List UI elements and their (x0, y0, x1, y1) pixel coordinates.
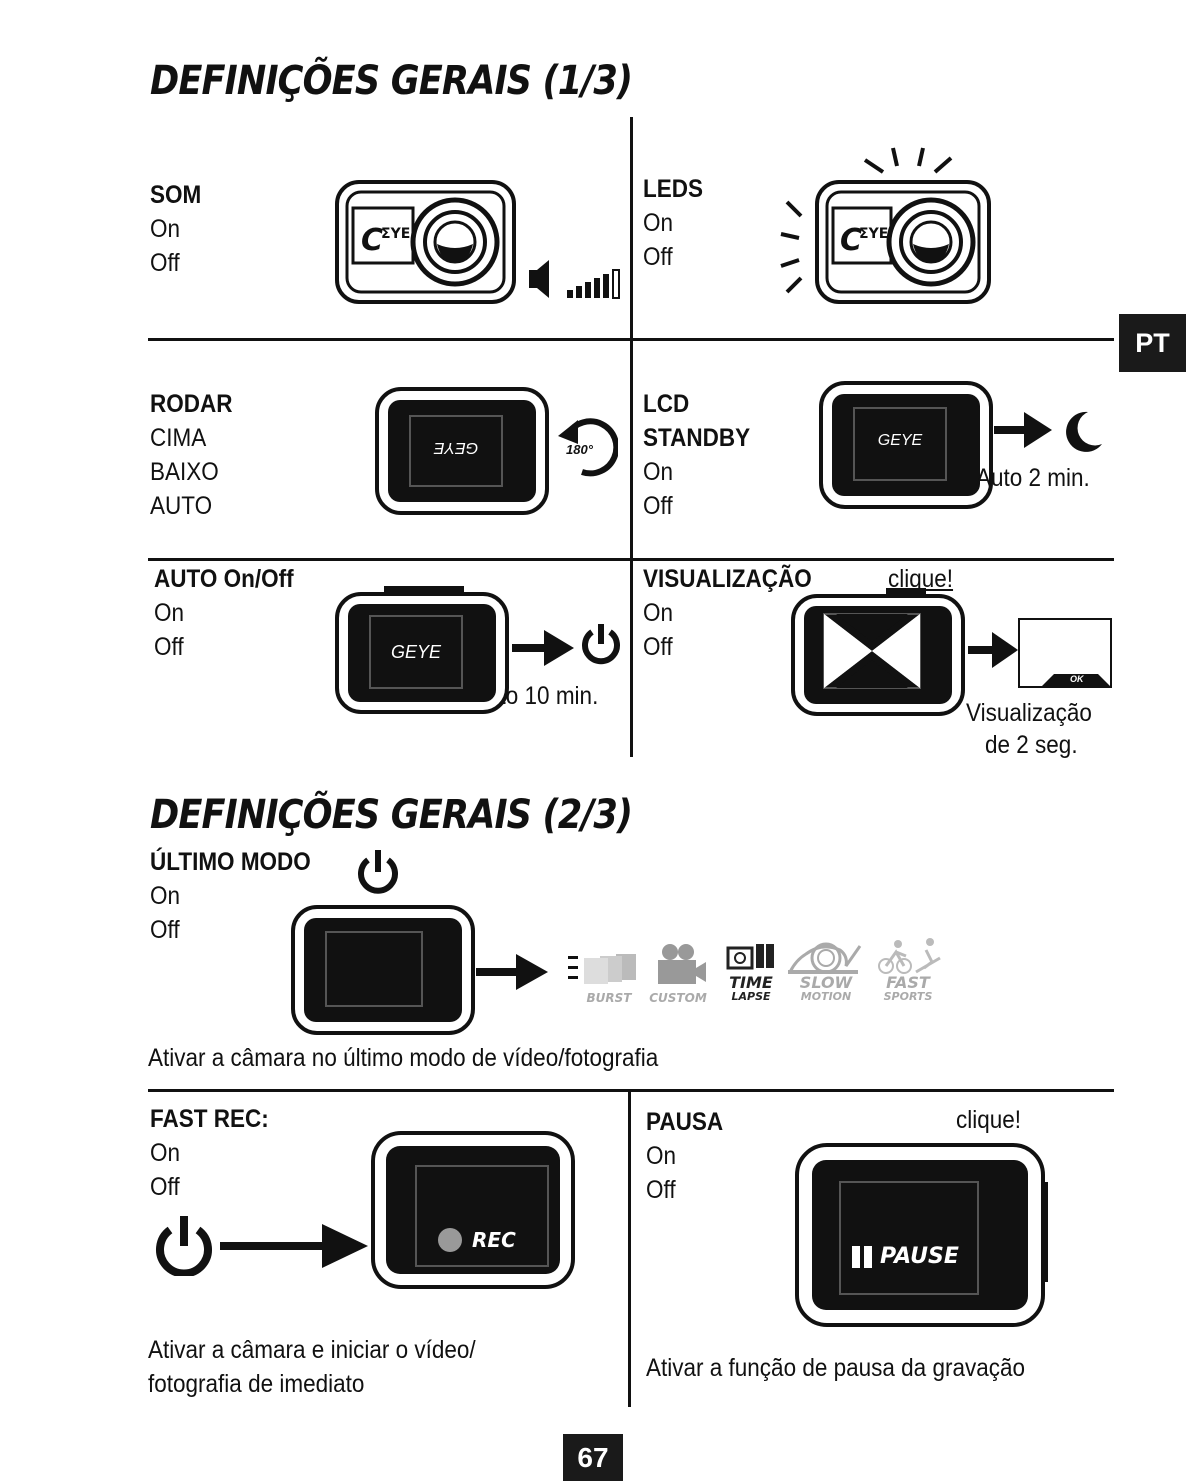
rotate-180-icon: 180° (556, 414, 618, 478)
section-title-1: DEFINIÇÕES GERAIS (1/3) (150, 58, 633, 104)
mode-label-burst: BURST (586, 991, 632, 1005)
lcd-option-on[interactable]: On (643, 458, 674, 486)
svg-text:ΣYE: ΣYE (381, 226, 410, 242)
visual-option-off[interactable]: Off (643, 633, 673, 661)
arrow-icon (512, 628, 576, 668)
svg-text:C: C (361, 223, 383, 258)
camera-leds-icon: C ΣYE (775, 140, 995, 306)
divider-h1 (148, 338, 1114, 341)
leds-section: LEDS On Off (643, 172, 703, 274)
ultimo-title: ÚLTIMO MODO (150, 848, 311, 876)
ultimo-section: ÚLTIMO MODO On Off (150, 845, 311, 947)
fastrec-option-on[interactable]: On (150, 1139, 181, 1167)
pausa-section: PAUSA On Off (646, 1105, 723, 1207)
pausa-option-off[interactable]: Off (646, 1176, 676, 1204)
som-option-on[interactable]: On (150, 215, 181, 243)
lcd-section: LCD STANDBY On Off (643, 387, 750, 523)
page-number: 67 (563, 1434, 623, 1481)
camera-rotate-icon: GEYE (374, 386, 550, 516)
volume-icon (527, 258, 623, 300)
time-lapse-mode-icon (726, 942, 776, 972)
custom-mode-icon (652, 942, 708, 986)
visual-note-2: de 2 seg. (985, 731, 1078, 759)
lcd-note: Auto 2 min. (976, 464, 1090, 492)
camera-pause-icon: PAUSE (794, 1142, 1050, 1328)
auto-screen-text: GEYE (390, 642, 442, 662)
fastrec-title: FAST REC: (150, 1105, 269, 1133)
preview-ok-label: OK (1070, 674, 1084, 684)
pausa-description: Ativar a função de pausa da gravação (646, 1354, 1026, 1382)
mode-label-custom: CUSTOM (649, 991, 707, 1005)
ultimo-option-off[interactable]: Off (150, 916, 180, 944)
auto-title: AUTO On/Off (154, 565, 294, 593)
power-icon (580, 622, 622, 666)
burst-mode-icon (566, 950, 638, 986)
camera-front-icon: C ΣYE (333, 178, 518, 306)
pausa-title: PAUSA (646, 1108, 724, 1136)
ultimo-description: Ativar a câmara no último modo de vídeo/… (148, 1044, 659, 1072)
pausa-click-label: clique! (956, 1106, 1022, 1134)
auto-option-off[interactable]: Off (154, 633, 184, 661)
fast-sports-mode-icon (876, 938, 942, 974)
camera-ultimo-icon (290, 904, 476, 1036)
lcd-option-off[interactable]: Off (643, 492, 673, 520)
rodar-option-auto[interactable]: AUTO (150, 492, 213, 520)
rodar-title: RODAR (150, 390, 233, 418)
pause-label: PAUSE (880, 1244, 959, 1269)
power-icon (154, 1214, 214, 1276)
arrow-icon (994, 410, 1054, 450)
fastrec-option-off[interactable]: Off (150, 1173, 180, 1201)
auto-option-on[interactable]: On (154, 599, 185, 627)
divider-vertical-1 (630, 117, 633, 757)
arrow-icon (220, 1222, 370, 1270)
lcd-title-2: STANDBY (643, 424, 751, 452)
rodar-section: RODAR CIMA BAIXO AUTO (150, 387, 233, 523)
visual-note-1: Visualização (966, 699, 1092, 727)
leds-title: LEDS (643, 175, 704, 203)
ultimo-option-on[interactable]: On (150, 882, 181, 910)
visual-section: VISUALIZAÇÃO On Off (643, 562, 812, 664)
som-section: SOM On Off (150, 178, 201, 280)
rodar-option-baixo[interactable]: BAIXO (150, 458, 219, 486)
camera-rec-icon: REC (370, 1130, 576, 1290)
svg-text:ΣYE: ΣYE (859, 226, 888, 242)
rec-label: REC (472, 1228, 516, 1252)
camera-lcd-icon: GEYE (818, 380, 994, 510)
divider-h3 (148, 1089, 1114, 1092)
arrow-icon (476, 952, 550, 992)
section-title-2: DEFINIÇÕES GERAIS (2/3) (150, 792, 633, 838)
moon-icon (1062, 410, 1104, 452)
rodar-option-cima[interactable]: CIMA (150, 424, 207, 452)
fastrec-section: FAST REC: On Off (150, 1102, 269, 1204)
rotate-badge: 180° (566, 442, 593, 457)
pausa-option-on[interactable]: On (646, 1142, 677, 1170)
leds-option-off[interactable]: Off (643, 243, 673, 271)
power-icon (356, 848, 400, 894)
lcd-title-1: LCD (643, 390, 690, 418)
language-tab: PT (1119, 314, 1186, 372)
svg-text:C: C (840, 223, 862, 258)
fastrec-description-2: fotografia de imediato (148, 1370, 365, 1398)
lcd-screen-text: GEYE (877, 432, 923, 449)
fastrec-description-1: Ativar a câmara e iniciar o vídeo/ (148, 1336, 476, 1364)
arrow-icon (968, 630, 1020, 670)
visual-title: VISUALIZAÇÃO (643, 565, 812, 593)
divider-h2 (148, 558, 1114, 561)
rotated-screen-text: GEYE (433, 439, 479, 456)
leds-option-on[interactable]: On (643, 209, 674, 237)
camera-visual-icon (790, 588, 966, 718)
som-option-off[interactable]: Off (150, 249, 180, 277)
slow-motion-mode-icon (786, 940, 866, 974)
preview-screen: OK (1018, 618, 1112, 688)
visual-option-on[interactable]: On (643, 599, 674, 627)
divider-vertical-2 (628, 1092, 631, 1407)
camera-auto-icon: GEYE (334, 586, 510, 716)
som-title: SOM (150, 181, 202, 209)
auto-section: AUTO On/Off On Off (154, 562, 294, 664)
